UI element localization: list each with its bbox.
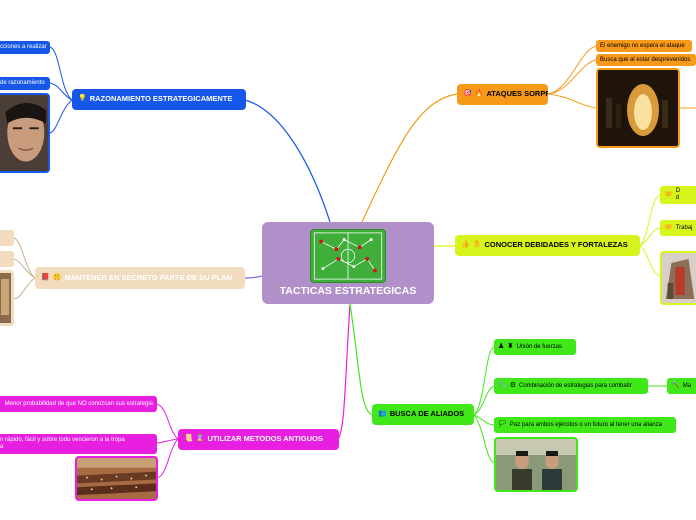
razonamiento-item-2[interactable]: de razonamiento	[0, 77, 50, 90]
thumbs-up-icon: 👍	[461, 241, 470, 249]
secreto-image	[0, 270, 14, 326]
branch-antiguos[interactable]: 📜 ⌛ UTILIZAR METODOS ANTIGUOS	[178, 429, 339, 450]
secreto-item-1[interactable]	[0, 230, 14, 246]
gear-icon: ⚙	[509, 381, 516, 389]
branch-label: UTILIZAR METODOS ANTIGUOS	[207, 434, 323, 444]
people-icon: 👥	[378, 410, 387, 418]
secreto-item-2[interactable]	[0, 251, 14, 267]
warriors-alliance-image	[494, 437, 578, 492]
scroll-icon: 📜	[184, 435, 193, 443]
handshake-icon: 🤝	[664, 190, 673, 198]
strategy-board-icon	[310, 229, 386, 283]
debilidades-item-1[interactable]: 🤝 D d	[660, 186, 696, 204]
antiguos-item-1[interactable]: Menor probabilidad de que NO conozcan su…	[0, 396, 157, 412]
branch-aliados[interactable]: 👥 BUSCA DE ALIADOS	[372, 404, 474, 425]
branch-label: ATAQUES SORPRESA	[486, 89, 548, 99]
branch-label: RAZONAMIENTO ESTRATEGICAMENTE	[89, 94, 233, 104]
branch-razonamiento[interactable]: 💡 RAZONAMIENTO ESTRATEGICAMENTE	[72, 89, 246, 110]
aliados-item-3[interactable]: 🔨 Ma	[667, 378, 696, 394]
handshake-icon: 🤝	[664, 223, 673, 231]
aliados-item-1[interactable]: ♟ ♜ Unión de fuerzas	[494, 339, 576, 355]
central-topic[interactable]: TACTICAS ESTRATEGICAS	[262, 222, 434, 304]
central-topic-title: TACTICAS ESTRATEGICAS	[279, 285, 417, 297]
flag-icon: 🏳	[498, 420, 507, 428]
ataques-item-2[interactable]: Busca que al estar desprevenidos	[596, 54, 696, 66]
aliados-item-4[interactable]: 🏳 Paz para ambos ejércitos o un futuro a…	[494, 417, 676, 433]
branch-label: MANTENER EN SECRETO PARTE DE SU PLAN	[64, 272, 233, 282]
book-icon: 📕	[41, 273, 50, 281]
ancient-battle-image	[75, 456, 158, 501]
branch-label: CONOCER DEBIDADES Y FORTALEZAS	[484, 240, 628, 250]
target-icon: 🎯	[463, 90, 472, 98]
antiguos-item-2[interactable]: n rápido, fácil y sobre todo vencieron a…	[0, 434, 157, 454]
hammer-icon: 🔨	[671, 381, 680, 389]
fire-icon: 🔥	[474, 90, 484, 98]
samurai-portrait-image	[0, 93, 50, 173]
lightbulb-icon: 💡	[78, 95, 87, 103]
ataques-item-1[interactable]: El enemigo no espera el ataque	[596, 40, 692, 52]
razonamiento-item-1[interactable]: cciones a realizar	[0, 41, 50, 54]
secret-emoji-icon: 🤫	[52, 273, 62, 281]
aliados-item-2[interactable]: 🔧 ⚙ Combinación de estrategias para comb…	[494, 378, 648, 394]
branch-ataques[interactable]: 🎯 🔥 ATAQUES SORPRESA	[457, 84, 548, 105]
hourglass-icon: ⌛	[195, 435, 205, 443]
branch-secreto[interactable]: 📕 🤫 MANTENER EN SECRETO PARTE DE SU PLAN	[35, 267, 245, 289]
night-attack-image	[596, 68, 680, 148]
chess-piece-icon: ♜	[507, 342, 514, 350]
chess-piece-icon: ♟	[498, 342, 505, 350]
branch-debilidades[interactable]: 👍 ✋ CONOCER DEBIDADES Y FORTALEZAS	[455, 235, 640, 256]
tools-icon: 🔧	[498, 381, 507, 389]
branch-label: BUSCA DE ALIADOS	[389, 409, 465, 419]
fortress-image	[660, 251, 696, 305]
debilidades-item-2[interactable]: 🤝 Trabaj	[660, 220, 696, 236]
hand-icon: ✋	[472, 241, 482, 249]
